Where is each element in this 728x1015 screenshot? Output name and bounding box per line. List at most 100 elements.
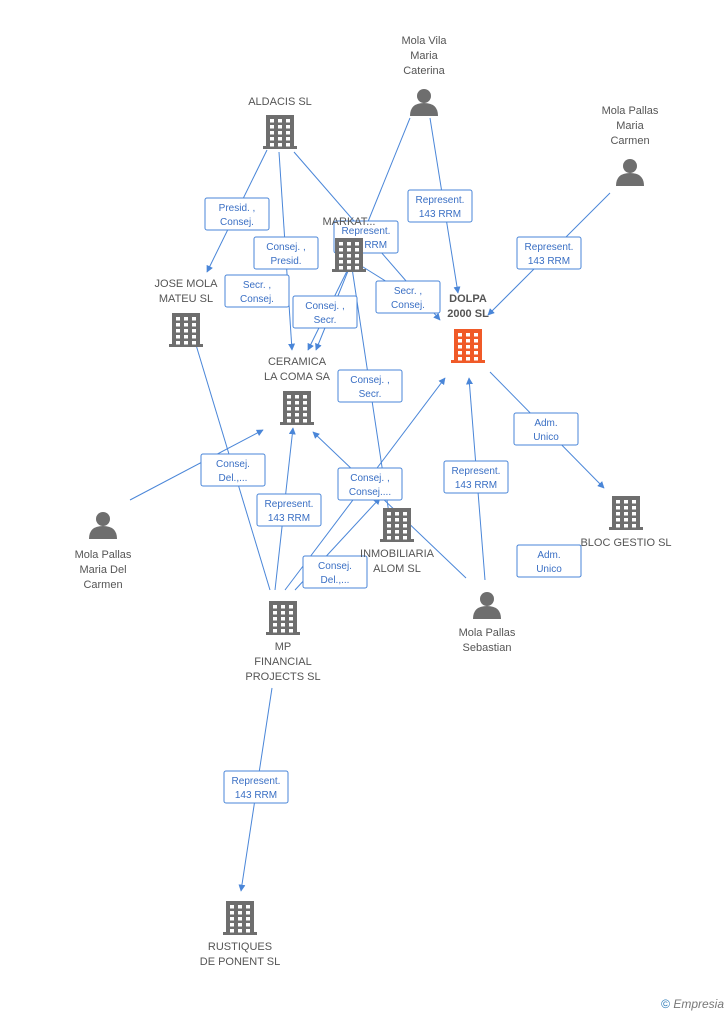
node-label: Mola Pallas [459, 627, 516, 639]
node-label: CERAMICA [268, 356, 327, 368]
edge-label[interactable]: Represent.143 RRM [443, 460, 509, 494]
building-window [238, 917, 242, 921]
building-window [616, 500, 620, 504]
building-window [286, 143, 290, 147]
building-base [266, 632, 300, 635]
edge-label-text: Secr. , [243, 280, 271, 291]
node-markat[interactable]: MARKAT... [323, 216, 376, 272]
building-window [289, 617, 293, 621]
edge-label[interactable]: Represent.143 RRM [223, 770, 289, 804]
building-window [273, 611, 277, 615]
building-window [184, 335, 188, 339]
building-window [289, 611, 293, 615]
edge-label-text: 143 RRM [345, 240, 387, 251]
edge-label-text: Represent. [416, 195, 465, 206]
edge-label-text: Represent. [525, 242, 574, 253]
building-window [287, 395, 291, 399]
edge-label[interactable]: Adm.Unico [513, 412, 579, 446]
building-window [458, 339, 462, 343]
building-window [403, 536, 407, 540]
edge-label-text: Consej. [240, 294, 274, 305]
edge-label-text: 143 RRM [419, 209, 461, 220]
building-window [287, 419, 291, 423]
edge-label-text: Represent. [342, 226, 391, 237]
building-window [632, 524, 636, 528]
edge-label[interactable]: Represent. 143 RRM [407, 189, 473, 223]
building-window [466, 351, 470, 355]
building-window [632, 512, 636, 516]
building-window [616, 512, 620, 516]
node-bloc[interactable]: BLOC GESTIO SL [580, 496, 672, 549]
edge-label[interactable]: Consej. ,Presid. [253, 236, 319, 270]
building-window [395, 524, 399, 528]
building-window [616, 518, 620, 522]
person-body [473, 606, 501, 619]
building-window [287, 407, 291, 411]
node-label: ALOM SL [373, 563, 421, 575]
building-window [278, 125, 282, 129]
edge-label-text: Consej. , [350, 375, 389, 386]
edge-label[interactable]: Secr. ,Consej. [375, 280, 441, 314]
brand-logo[interactable]: Empresia [673, 997, 724, 1011]
edge-label[interactable]: Consej. ,Secr. [292, 295, 358, 329]
person-body [89, 526, 117, 539]
building-window [192, 329, 196, 333]
edge-label-text: Adm. [537, 550, 560, 561]
building-window [339, 254, 343, 258]
building-window [295, 407, 299, 411]
node-label: MARKAT... [323, 216, 376, 228]
edge-label-box [204, 197, 270, 231]
building-base [609, 527, 643, 530]
edge-label-text: Represent. [452, 466, 501, 477]
edge-label[interactable]: Represent.143 RRM [256, 493, 322, 527]
edge-label[interactable]: Adm.Unico [516, 544, 582, 578]
building-window [230, 929, 234, 933]
edge-label[interactable]: Secr. , Consej. [224, 274, 290, 308]
edge-label-text: Adm. [534, 418, 557, 429]
building-icon [263, 115, 297, 149]
building-window [624, 506, 628, 510]
building-window [289, 623, 293, 627]
building-window [192, 341, 196, 345]
building-window [339, 242, 343, 246]
building-icon [266, 601, 300, 635]
edge-label[interactable]: Consej.Del.,... [200, 453, 266, 487]
edge-label[interactable]: Represent.143 RRM [516, 236, 582, 270]
node-label: MP [275, 641, 292, 653]
footer: © Empresia [661, 997, 724, 1011]
building-window [624, 512, 628, 516]
building-window [246, 929, 250, 933]
building-window [347, 254, 351, 258]
edge-label[interactable]: Consej. ,Consej.... [337, 467, 403, 501]
node-label: MATEU SL [159, 293, 213, 305]
building-window [295, 395, 299, 399]
building-window [238, 929, 242, 933]
person-icon [616, 159, 644, 186]
building-window [632, 500, 636, 504]
person-body [616, 173, 644, 186]
edge-label-box [375, 280, 441, 314]
node-label: Maria [616, 120, 644, 132]
node-label: Carmen [610, 135, 649, 147]
building-window [347, 248, 351, 252]
edge-label[interactable]: Consej. ,Secr. [337, 369, 403, 403]
building-window [176, 323, 180, 327]
building-window [270, 125, 274, 129]
building-window [230, 911, 234, 915]
node-aldacis[interactable]: ALDACIS SL [248, 96, 312, 149]
edge-label-box [253, 236, 319, 270]
building-window [246, 917, 250, 921]
edge-label[interactable]: Presid. ,Consej. [204, 197, 270, 231]
edge-label[interactable]: Consej.Del.,... [302, 555, 368, 589]
node-label: Maria [410, 50, 438, 62]
